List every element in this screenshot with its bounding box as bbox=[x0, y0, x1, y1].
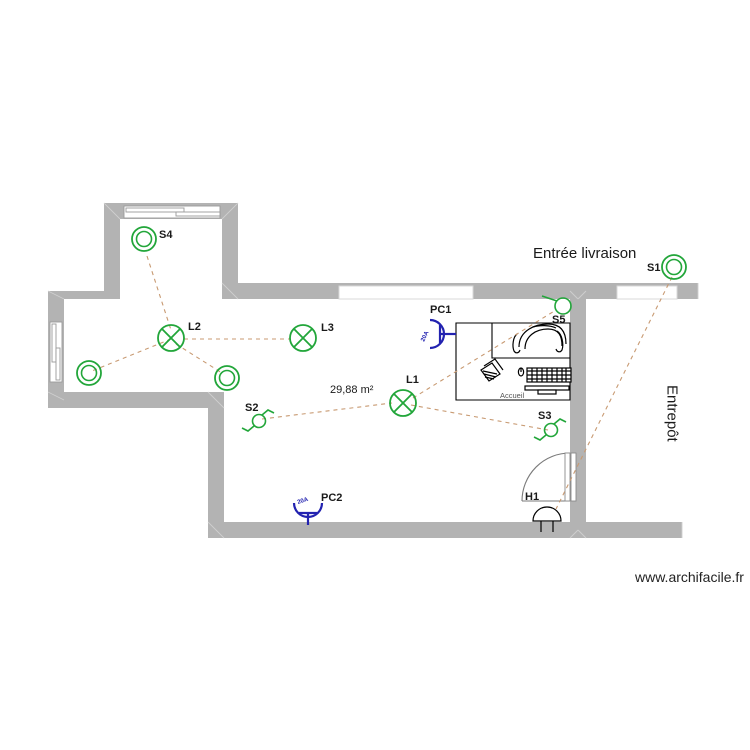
openings-group bbox=[49, 205, 678, 383]
area-label: 29,88 m² bbox=[330, 384, 374, 396]
wall-left-bottom bbox=[48, 392, 224, 408]
symbol-PC1[interactable]: 20A PC1 bbox=[420, 304, 456, 350]
wire-l2-swA bbox=[91, 338, 172, 372]
wall-middle-vertical bbox=[208, 392, 224, 538]
opening-top-middle bbox=[338, 285, 474, 300]
door-entrepot bbox=[521, 452, 577, 502]
room-label-entrepot: Entrepôt bbox=[664, 385, 681, 443]
wire-s4-l2 bbox=[146, 255, 172, 331]
symbol-S5[interactable]: S5 bbox=[541, 295, 572, 326]
symbol-label-S3: S3 bbox=[538, 410, 551, 422]
symbol-L3[interactable]: L3 bbox=[289, 322, 334, 352]
symbol-H1[interactable]: H1 bbox=[525, 491, 562, 532]
window-left-wall bbox=[49, 321, 63, 383]
keyboard-icon bbox=[526, 367, 572, 383]
wire-l2-swB bbox=[175, 343, 223, 374]
wire-l1-s5 bbox=[412, 309, 557, 399]
window-alcove-top bbox=[123, 205, 221, 219]
reception-desk: Accueil bbox=[455, 322, 572, 401]
symbol-switch-a[interactable] bbox=[76, 360, 102, 386]
symbol-label-PC1: PC1 bbox=[430, 304, 451, 316]
symbol-label-S1: S1 bbox=[647, 262, 660, 274]
mouse-icon bbox=[517, 367, 525, 377]
symbol-label-S4: S4 bbox=[159, 229, 173, 241]
symbol-S4[interactable]: S4 bbox=[131, 226, 173, 252]
monitor-icon bbox=[524, 385, 570, 395]
symbol-rating-PC2: 20A bbox=[297, 497, 310, 506]
symbol-switch-b[interactable] bbox=[214, 365, 240, 391]
wall-corner-lines bbox=[47, 202, 699, 539]
opening-top-right bbox=[616, 285, 678, 300]
wire-l1-s3 bbox=[410, 404, 549, 431]
symbol-L1[interactable]: L1 bbox=[389, 374, 419, 417]
symbol-label-PC2: PC2 bbox=[321, 492, 342, 504]
watermark-archifacile: www.archifacile.fr bbox=[634, 569, 744, 585]
symbol-label-L2: L2 bbox=[188, 321, 201, 333]
symbol-S3[interactable]: S3 bbox=[533, 410, 567, 441]
symbol-rating-PC1: 20A bbox=[420, 330, 430, 343]
wall-left-top-connector bbox=[48, 291, 120, 299]
wall-bottom bbox=[208, 522, 682, 538]
room-label-entree-livraison: Entrée livraison bbox=[533, 245, 636, 262]
office-chair-icon bbox=[512, 323, 567, 354]
wire-s1-h1 bbox=[555, 276, 673, 510]
symbol-L2[interactable]: L2 bbox=[157, 321, 201, 352]
symbol-label-H1: H1 bbox=[525, 491, 539, 503]
symbol-PC2[interactable]: 20A PC2 bbox=[292, 492, 342, 525]
wiring-group bbox=[91, 255, 673, 510]
symbol-label-L1: L1 bbox=[406, 374, 419, 386]
wire-s2-l1 bbox=[261, 402, 393, 420]
symbol-label-S2: S2 bbox=[245, 402, 258, 414]
symbol-label-S5: S5 bbox=[552, 314, 565, 326]
document-icon bbox=[480, 358, 504, 382]
symbol-S1[interactable]: S1 bbox=[647, 254, 687, 280]
symbol-label-L3: L3 bbox=[321, 322, 334, 334]
desk-label: Accueil bbox=[500, 391, 525, 400]
symbol-S2[interactable]: S2 bbox=[241, 402, 275, 432]
